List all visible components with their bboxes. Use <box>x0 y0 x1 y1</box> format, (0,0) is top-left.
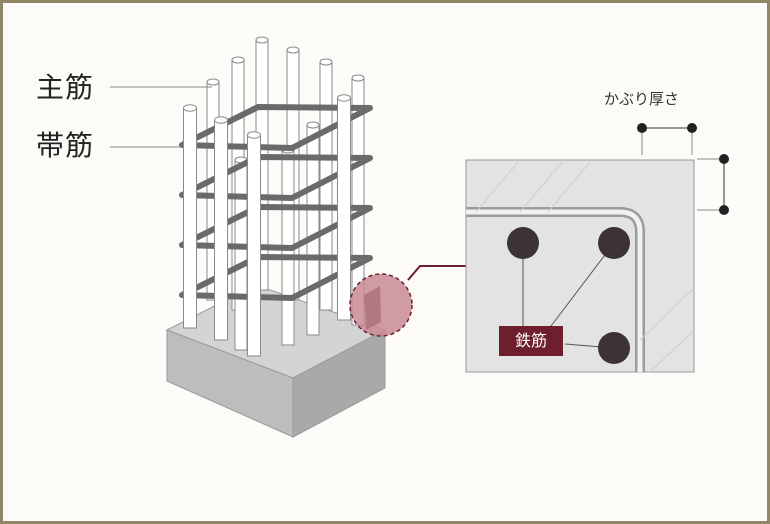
rebar-tag: 鉄筋 <box>499 326 563 356</box>
magnified-corner <box>364 286 381 330</box>
bar-dot-3 <box>598 332 630 364</box>
cover-thickness-label: かぶり厚さ <box>604 90 680 108</box>
pointer-line-2 <box>547 242 615 331</box>
front-main-rebars <box>183 94 351 357</box>
main-rebar-back-7 <box>306 121 320 336</box>
detail-rebar-cage-inner <box>466 209 643 372</box>
cover-dot-right <box>687 123 697 133</box>
main-rebar-front-4 <box>337 94 351 321</box>
main-rebar-label: 主筋 <box>36 71 95 104</box>
magnify-circle <box>349 273 413 337</box>
main-rebar-back-5 <box>319 58 333 311</box>
main-rebar-front-2 <box>214 116 228 341</box>
bar-dot-2 <box>598 227 630 259</box>
callout-line <box>407 265 466 281</box>
cover-dot-left <box>637 123 647 133</box>
main-rebar-front-1 <box>183 104 197 329</box>
bar-dot-1 <box>507 227 539 259</box>
main-rebar-front-3 <box>247 131 261 357</box>
main-rebar-back-9 <box>234 156 248 351</box>
detail-hatching <box>475 159 695 373</box>
cover-dot-bottom <box>719 205 729 215</box>
base-side-face <box>292 329 386 438</box>
cover-dot-top <box>719 154 729 164</box>
hoop-label: 帯筋 <box>36 129 95 162</box>
